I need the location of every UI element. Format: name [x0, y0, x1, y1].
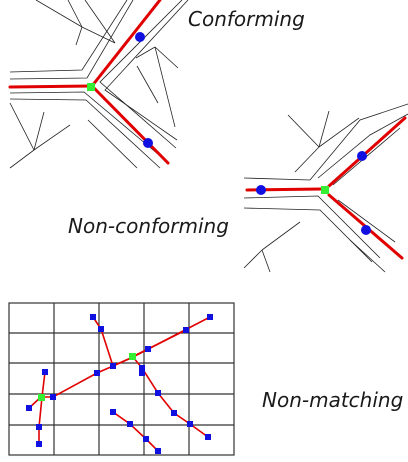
non-matching-node — [205, 434, 211, 440]
non-matching-node — [98, 326, 104, 332]
non-matching-node — [155, 390, 161, 396]
non-matching-element — [41, 356, 209, 438]
non-conforming-junction — [321, 186, 329, 194]
conforming-element-left — [8, 84, 94, 89]
non-matching-element — [38, 371, 46, 444]
conforming-nodes — [87, 32, 153, 148]
conforming-element-top — [90, 0, 162, 88]
non-matching-junctions — [38, 353, 136, 401]
non-conforming-nodes — [256, 151, 371, 235]
non-matching-node — [207, 314, 213, 320]
non-matching-node — [36, 424, 42, 430]
conforming-elements — [8, 0, 170, 165]
conforming-mesh-lines — [9, 0, 189, 169]
non-matching-node — [187, 421, 193, 427]
non-matching-element — [112, 411, 159, 452]
non-matching-node — [139, 365, 145, 371]
non-conforming-element-top — [327, 116, 407, 188]
non-matching-node — [155, 448, 161, 454]
non-matching-element — [131, 329, 187, 358]
conforming-panel: Conforming — [8, 0, 305, 169]
conforming-node — [143, 138, 153, 148]
non-matching-node — [110, 363, 116, 369]
non-matching-node — [26, 405, 32, 411]
conforming-element-bottom — [90, 84, 170, 165]
non-matching-elements — [28, 316, 211, 452]
non-matching-node — [183, 327, 189, 333]
non-matching-node — [42, 369, 48, 375]
non-matching-node — [127, 421, 133, 427]
non-matching-label: Non-matching — [262, 388, 403, 412]
conforming-junction — [87, 83, 95, 91]
non-matching-element — [92, 316, 211, 368]
non-matching-node — [139, 370, 145, 376]
non-matching-node — [110, 409, 116, 415]
non-matching-junction — [129, 353, 136, 360]
non-conforming-label: Non-conforming — [68, 214, 229, 238]
non-matching-node — [143, 436, 149, 442]
non-matching-node — [171, 410, 177, 416]
non-matching-node — [50, 394, 56, 400]
conforming-node — [135, 32, 145, 42]
non-matching-node — [90, 314, 96, 320]
non-matching-nodes — [26, 314, 213, 454]
non-conforming-panel: Non-conforming — [68, 103, 408, 273]
non-conforming-mesh-lines — [243, 103, 408, 273]
non-matching-node — [36, 441, 42, 447]
non-conforming-node — [256, 185, 266, 195]
non-conforming-node — [357, 151, 367, 161]
non-matching-junction — [38, 394, 45, 401]
non-conforming-node — [361, 225, 371, 235]
non-matching-node — [94, 370, 100, 376]
non-matching-panel: Non-matching — [8, 302, 403, 456]
non-matching-node — [145, 346, 151, 352]
conforming-label: Conforming — [188, 7, 305, 31]
